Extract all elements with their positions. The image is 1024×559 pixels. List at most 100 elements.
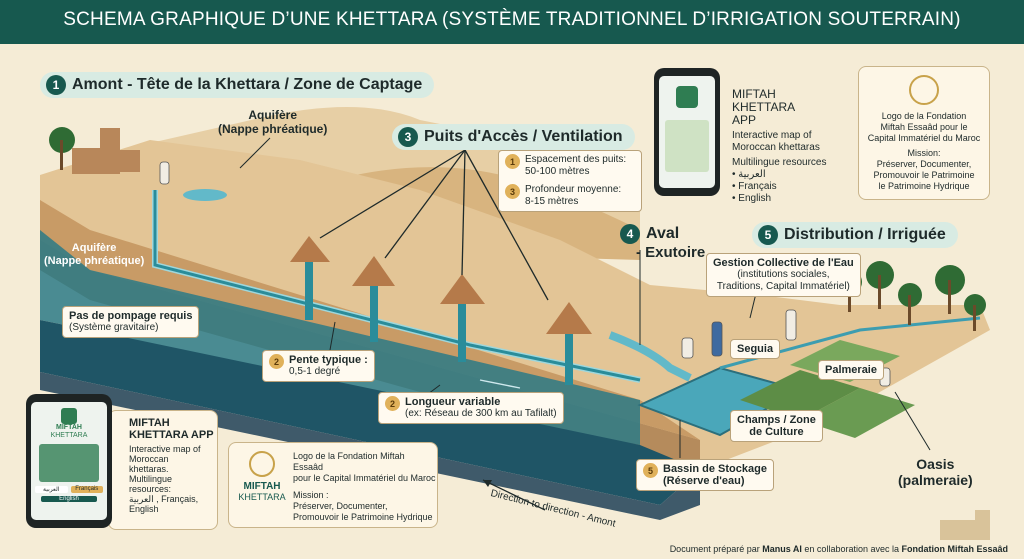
- khettara-cross-section-illustration: [40, 106, 990, 540]
- decorative-village: [940, 510, 990, 540]
- title-bar: [0, 0, 1024, 44]
- lang-button-french[interactable]: Français: [70, 486, 103, 493]
- aquifer-left-line2: (Nappe phréatique): [44, 255, 145, 267]
- app-desc-line3: khettaras.: [129, 464, 169, 474]
- palmeraie-label: Palmeraie: [818, 360, 884, 380]
- foundation-card-bottom: MIFTAH KHETTARA Logo de la Fondation Mif…: [228, 442, 438, 528]
- governance-line1: Gestion Collective de l'Eau: [713, 257, 854, 269]
- lang-item: • العربية: [732, 169, 766, 180]
- foundation-text-block: Logo de la Fondation Miftah Essaâd pour …: [293, 451, 437, 523]
- mission-line2: Promouvoir le Patrimoine: [873, 170, 975, 180]
- well-note-spacing: 1 Espacement des puits:50-100 mètres: [505, 154, 635, 178]
- footer-prefix: Document préparé par: [669, 544, 763, 554]
- exit-stream: [608, 331, 692, 382]
- well-notes-box: 1 Espacement des puits:50-100 mètres 3 P…: [498, 150, 642, 212]
- section-number: 5: [758, 225, 778, 245]
- section-label: Puits d'Accès / Ventilation: [424, 128, 623, 145]
- note-line1: Espacement des puits:: [525, 154, 627, 165]
- slope-line2: 0,5-1 degré: [289, 366, 341, 377]
- seguia-label: Seguia: [730, 339, 781, 359]
- phone-brand-line2: KHETTARA: [50, 432, 88, 439]
- app-desc-line1: Interactive map of: [129, 444, 201, 454]
- app-desc-line2: Moroccan khettaras: [732, 142, 820, 153]
- section-4-header: 4 Aval - Exutoire: [620, 224, 705, 261]
- phone-screen: MIFTAH KHETTARA العربية Français English: [31, 402, 107, 520]
- kasbah-building: [72, 128, 140, 174]
- section-number: 4: [620, 224, 640, 244]
- app-desc-line7: English: [129, 504, 159, 514]
- foundation-line3: Capital Immatériel du Maroc: [867, 133, 981, 143]
- app-desc-line2: Moroccan: [129, 454, 169, 464]
- governance-label: Gestion Collective de l'Eau (institution…: [706, 253, 861, 297]
- no-pumping-label: Pas de pompage requis (Système gravitair…: [62, 306, 200, 338]
- basin-number: 5: [643, 463, 658, 478]
- section-label-line2: - Exutoire: [636, 244, 706, 261]
- foundation-line2: pour le Capital Immatériel du Maroc: [293, 473, 436, 483]
- lang-button-arabic[interactable]: العربية: [35, 486, 68, 493]
- slope-number: 2: [269, 354, 284, 369]
- lang-item: • English: [732, 193, 772, 204]
- governance-line3: Traditions, Capital Immatériel): [716, 281, 850, 292]
- app-card-bottom: MIFTAH KHETTARA APP Interactive map of M…: [108, 410, 218, 530]
- phone-brand-line1: MIFTAH: [56, 424, 82, 431]
- page-title: SCHEMA GRAPHIQUE D’UNE KHETTARA (SYSTÈME…: [63, 9, 961, 30]
- governance-line2: (institutions sociales,: [737, 269, 830, 280]
- mission-title: Mission :: [293, 490, 329, 500]
- length-line2: (ex: Réseau de 300 km au Tafilalt): [405, 408, 557, 419]
- app-logo-icon: [676, 86, 698, 108]
- map-thumbnail: [665, 120, 709, 172]
- app-title-line1: MIFTAH: [129, 417, 170, 429]
- fields-line1: Champs / Zone: [737, 414, 816, 426]
- aquifer-left-label: Aquifère (Nappe phréatique): [44, 242, 144, 268]
- lang-french: Français: [738, 181, 777, 192]
- foundation-logo-icon: [909, 75, 939, 105]
- mission-line2: Promouvoir le Patrimoine Hydrique: [293, 512, 433, 522]
- footer-author: Manus AI: [762, 544, 802, 554]
- no-pumping-line1: Pas de pompage requis: [69, 310, 193, 322]
- app-phone-top: [654, 68, 720, 196]
- app-desc-line4: Multilingue: [129, 474, 173, 484]
- basin-line1: Bassin de Stockage: [663, 463, 767, 475]
- map-thumbnail: [39, 444, 99, 482]
- fields-label: Champs / Zone de Culture: [730, 410, 823, 442]
- brand-line1: MIFTAH: [243, 481, 281, 492]
- note-line2: 50-100 mètres: [525, 166, 590, 177]
- app-desc-line6: العربية , Français,: [129, 494, 199, 504]
- foundation-card-top: Logo de la Fondation Miftah Essaâd pour …: [858, 66, 990, 200]
- lang-arabic: العربية: [738, 169, 766, 180]
- app-logo-icon: [61, 408, 77, 424]
- app-info-top: MIFTAH KHETTARA APP Interactive map of M…: [732, 88, 842, 205]
- footer-middle: en collaboration avec la: [801, 544, 902, 554]
- app-title-line2: KHETTARA APP: [129, 429, 214, 441]
- foundation-line1: Logo de la Fondation: [881, 111, 967, 121]
- oasis-line2: (palmeraie): [898, 472, 973, 488]
- foundation-line1: Logo de la Fondation Miftah Essaâd: [293, 451, 405, 472]
- brand-line2: KHETTARA: [238, 492, 286, 502]
- length-number: 2: [385, 396, 400, 411]
- mission-line1: Préserver, Documenter,: [876, 159, 972, 169]
- note-number: 3: [505, 184, 520, 199]
- slope-label: 2 Pente typique :0,5-1 degré: [262, 350, 375, 382]
- aquifer-top-line2: (Nappe phréatique): [218, 122, 328, 136]
- note-line1: Profondeur moyenne:: [525, 184, 622, 195]
- mission-title: Mission:: [907, 148, 941, 158]
- app-multilingual: Multilingue resources: [732, 157, 827, 168]
- no-pumping-line2: (Système gravitaire): [69, 322, 159, 333]
- aquifer-top-line1: Aquifère: [248, 108, 298, 122]
- well-pointer-arrows: [319, 149, 549, 301]
- app-phone-bottom: MIFTAH KHETTARA العربية Français English: [26, 394, 112, 528]
- foundation-line2: Miftah Essaâd pour le: [880, 122, 968, 132]
- section-label: Aval: [646, 225, 680, 242]
- section-1-header: 1 Amont - Tête de la Khettara / Zone de …: [40, 72, 435, 98]
- lang-button-english[interactable]: English: [41, 496, 97, 502]
- palm-trees: [49, 127, 986, 331]
- app-desc-line1: Interactive map of: [732, 130, 812, 141]
- source-pond: [183, 189, 227, 201]
- length-label: 2 Longueur variable(ex: Réseau de 300 km…: [378, 392, 564, 424]
- slope-line1: Pente typique :: [289, 354, 368, 366]
- section-3-header: 3 Puits d'Accès / Ventilation: [392, 124, 635, 150]
- app-title-line1: MIFTAH KHETTARA: [732, 87, 796, 114]
- section-label: Distribution / Irriguée: [784, 226, 946, 243]
- section-label: Amont - Tête de la Khettara / Zone de Ca…: [72, 76, 423, 93]
- mission-line1: Préserver, Documenter,: [293, 501, 388, 511]
